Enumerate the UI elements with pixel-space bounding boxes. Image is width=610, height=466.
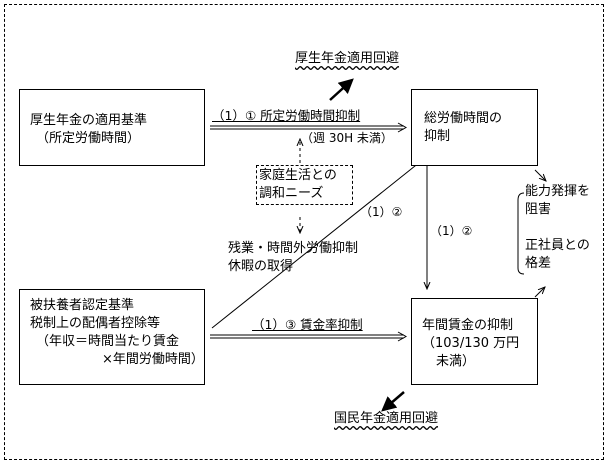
kosei-avoid-label: 厚生年金適用回避 (295, 51, 400, 66)
kosei-criteria-line2: （所定労働時間） (36, 131, 141, 146)
effects-arrow-from-hours (534, 169, 546, 181)
effects-line1: 能力発揮を (525, 184, 591, 199)
total-hours-line1: 総労働時間の (424, 111, 503, 126)
family-needs-line1: 家庭生活との (259, 168, 337, 183)
arrow-1-2-diagonal-label: （1）② (360, 205, 403, 219)
effects-spacer (525, 219, 590, 237)
kosei-criteria-line1: 厚生年金の適用基準 (30, 113, 148, 128)
arrow-1-1-note: （週 30H 未満） (301, 131, 393, 145)
annual-wage-line3: 未満） (436, 354, 476, 369)
arrow-1-2-diagonal (211, 157, 426, 329)
dependent-criteria-line2: 税制上の配偶者控除等 (30, 316, 161, 331)
family-needs-box: 家庭生活との 調和ニーズ (256, 165, 353, 205)
effects-line3: 正社員との (525, 238, 590, 253)
annual-wage-line2: （103/130 万円 (422, 336, 520, 351)
arrow-1-2-vertical-label: （1）② (430, 224, 473, 238)
overtime-line1: 残業・時間外労働抑制 (228, 241, 359, 256)
dependent-criteria-line4: ×年間労働時間） (102, 352, 204, 367)
dependent-criteria-line3: （年収＝時間当たり賃金 (36, 334, 180, 349)
total-hours-line2: 抑制 (424, 129, 451, 144)
kosei-avoid-arrow (329, 78, 354, 101)
annual-wage-line1: 年間賃金の抑制 (422, 318, 514, 333)
effects-arrow-from-wage (534, 287, 545, 298)
kokumin-avoid-arrow (381, 391, 405, 412)
effects-line4: 格差 (525, 256, 552, 271)
kokumin-avoid-label: 国民年金適用回避 (334, 411, 439, 426)
arrow-1-3-label: （1）③ 賃金率抑制 (252, 317, 363, 332)
diagram-frame (4, 4, 604, 460)
arrow-1-1 (210, 122, 408, 133)
arrow-1-3 (210, 331, 408, 342)
overtime-line2: 休暇の取得 (228, 259, 294, 274)
family-needs-line2: 調和ニーズ (259, 186, 324, 201)
dependent-criteria-line1: 被扶養者認定基準 (30, 298, 135, 313)
arrow-1-1-label: （1）① 所定労働時間抑制 (212, 108, 361, 123)
effects-line2: 阻害 (525, 202, 552, 217)
kosei-criteria-box: 厚生年金の適用基準 （所定労働時間） (19, 89, 205, 166)
overtime-label: 残業・時間外労働抑制 休暇の取得 (228, 240, 358, 276)
annual-wage-box: 年間賃金の抑制 （103/130 万円 未満） (411, 298, 538, 385)
effects-bracket (517, 192, 525, 275)
total-hours-box: 総労働時間の 抑制 (411, 89, 538, 166)
effects-label: 能力発揮を 阻害 正社員との 格差 (525, 183, 590, 273)
dependent-criteria-box: 被扶養者認定基準 税制上の配偶者控除等 （年収＝時間当たり賃金 ×年間労働時間） (19, 289, 205, 385)
